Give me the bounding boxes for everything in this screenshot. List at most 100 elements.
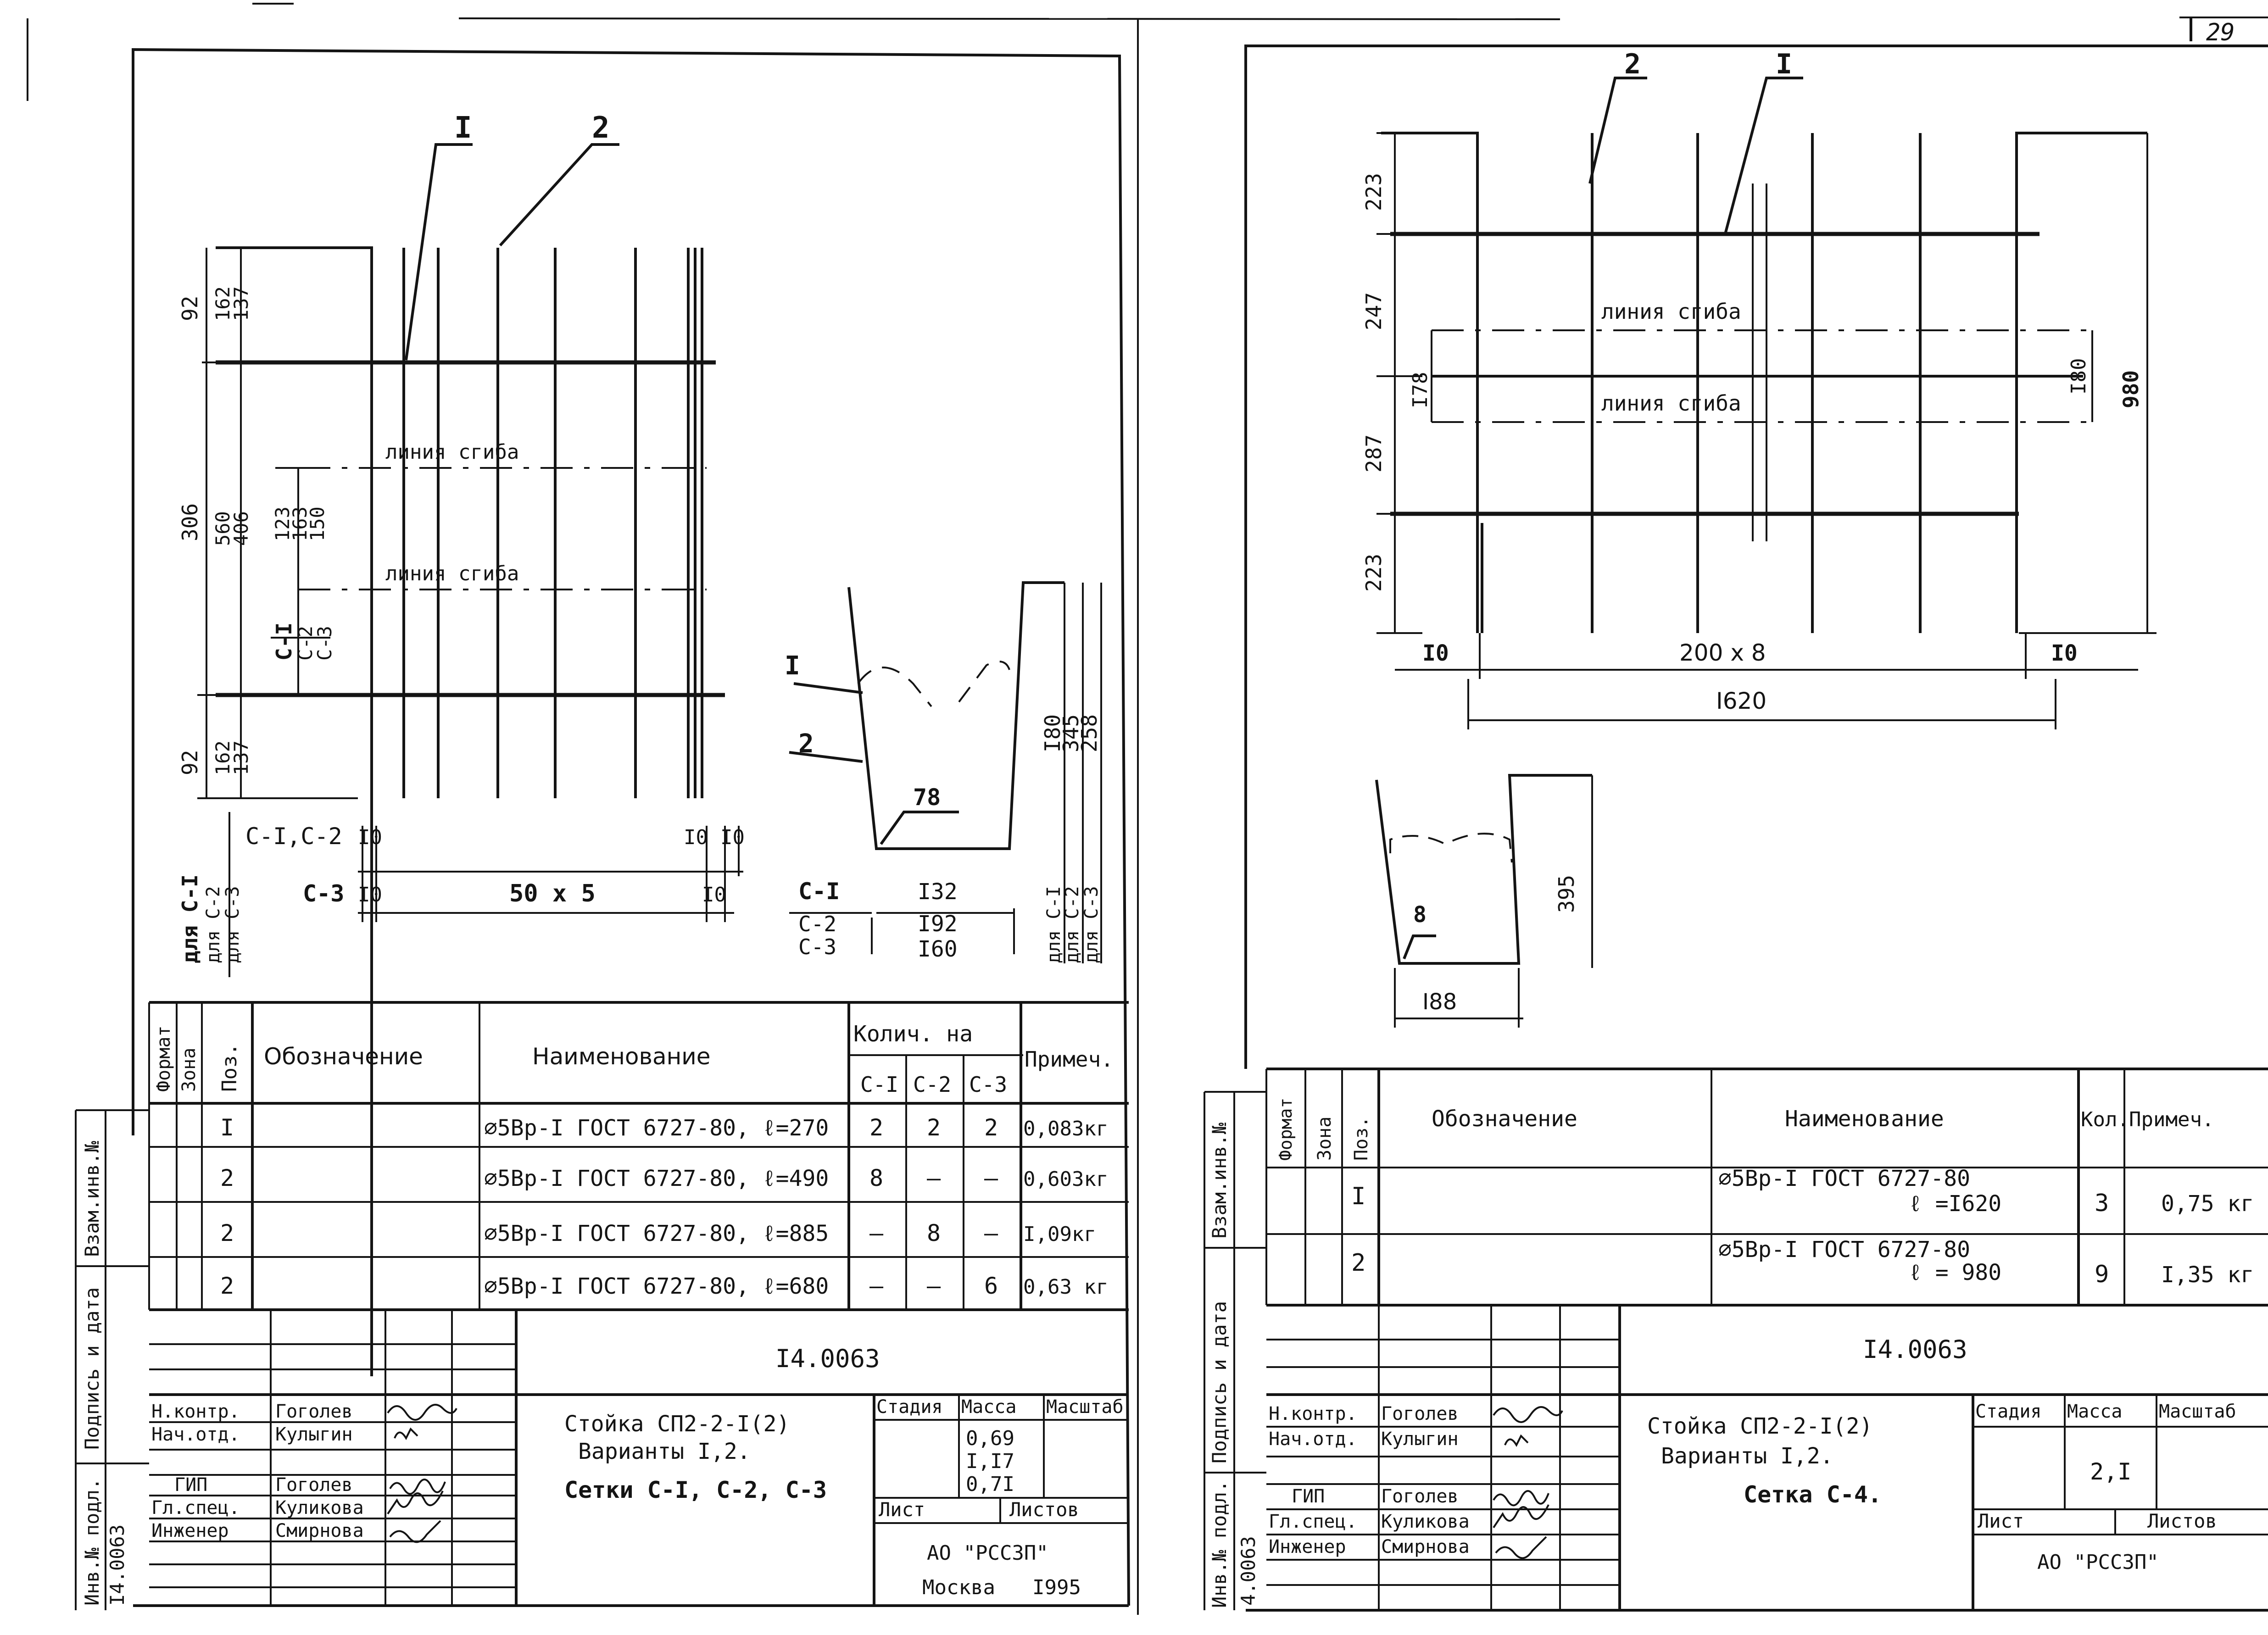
dim-162-top: 162	[212, 286, 234, 321]
section-height-180: I80	[1040, 714, 1065, 752]
right-spec-row-1-pos: I	[1351, 1183, 1365, 1210]
spec-row-1-pos: I	[220, 1114, 234, 1141]
right-spec-row-2-qty: 9	[2095, 1261, 2109, 1288]
right-role-1: Н.контр.	[1269, 1403, 1357, 1424]
right-dim-10-left: I0	[1422, 640, 1449, 666]
variant-row-c3: С-3	[313, 626, 336, 661]
right-leader-2: 2	[1624, 48, 1641, 80]
right-stamp-replace: Взам.инв.№	[1208, 1122, 1231, 1239]
section-variant-c2: С-2	[798, 912, 836, 936]
right-title-2: Варианты I,2.	[1661, 1443, 1833, 1469]
right-spec-h-name: Наименование	[1785, 1106, 1944, 1132]
right-total-length: I620	[1716, 688, 1766, 714]
right-title-1: Стойка СП2-2-I(2)	[1647, 1413, 1872, 1439]
right-section-height: 395	[1554, 875, 1579, 913]
right-section	[1375, 774, 1593, 1028]
spec-row-4-pos: 2	[220, 1273, 234, 1299]
bend-line-label-2: линия сгиба	[385, 562, 519, 585]
right-spec-row-1-name2: ℓ =I620	[1909, 1191, 2001, 1217]
spec-row-3-pos: 2	[220, 1220, 234, 1246]
left-margin-stamp-lines	[75, 1109, 149, 1610]
bottom-label-c1-c2: С-I,С-2	[245, 823, 342, 850]
spec-row-1-q3: 2	[984, 1114, 998, 1141]
left-title-3: Сетки С-I, С-2, С-3	[564, 1477, 827, 1503]
spec-row-1-q2: 2	[927, 1114, 941, 1141]
dim-123: 123	[271, 506, 294, 541]
spec-row-3-q2: 8	[927, 1220, 941, 1246]
left-city: Москва	[922, 1576, 995, 1599]
page-number: 29	[2206, 19, 2235, 46]
variant-row-c2: С-2	[294, 626, 317, 661]
right-dim-10-right: I0	[2051, 640, 2078, 666]
spec-row-4-note: 0,63 кг	[1023, 1275, 1108, 1299]
spec-row-3-q3: –	[984, 1220, 998, 1246]
right-spec-row-1-qty: 3	[2095, 1190, 2109, 1217]
right-title-block-lines	[1266, 1305, 2268, 1610]
dim-92-bottom: 92	[178, 750, 202, 775]
dim-162-bottom: 162	[212, 740, 234, 775]
spec-row-3-q1: –	[869, 1220, 884, 1246]
right-leader-1: I	[1776, 48, 1792, 80]
section-height-345: 345	[1059, 714, 1083, 752]
right-bend-label-2: линия сгиба	[1601, 391, 1741, 416]
spec-h-qty-c2: С-2	[913, 1072, 951, 1097]
dim-92-top: 92	[178, 296, 202, 321]
left-stamp-code: I4.0063	[106, 1524, 128, 1606]
variant-col-c1: для С-I	[178, 874, 202, 963]
right-mass: 2,I	[2090, 1458, 2131, 1485]
dim-306: 306	[178, 503, 202, 541]
right-dim-247: 247	[1361, 292, 1386, 330]
right-spec-row-2-name2: ℓ = 980	[1909, 1260, 2001, 1285]
right-mass-label: Масса	[2067, 1401, 2122, 1422]
left-mass-1: 0,69	[966, 1427, 1014, 1450]
right-section-width: I88	[1422, 989, 1457, 1015]
variant-col-c2: для С-2	[203, 886, 224, 963]
right-name-3: Гоголев	[1381, 1486, 1459, 1507]
right-org: АО "РССЗП"	[2037, 1551, 2159, 1574]
right-spec-h-zone: Зона	[1314, 1117, 1335, 1161]
spec-h-qty-c1: С-I	[860, 1072, 898, 1097]
spec-h-name: Наименование	[532, 1043, 711, 1070]
dim-10-e: I0	[702, 883, 726, 906]
dim-10-c: I0	[684, 826, 708, 849]
left-title-2: Варианты I,2.	[578, 1439, 751, 1464]
right-spec-h-format: Формат	[1276, 1098, 1296, 1161]
right-name-4: Куликова	[1381, 1511, 1470, 1532]
left-year: I995	[1032, 1576, 1081, 1599]
section-height-258: 258	[1077, 714, 1102, 752]
section-leader-1: I	[785, 651, 800, 681]
right-role-3: ГИП	[1292, 1486, 1325, 1507]
left-stage-label: Стадия	[876, 1396, 943, 1418]
dim-560: 560	[212, 511, 234, 546]
right-dim-223-bottom: 223	[1361, 554, 1386, 592]
leader-label-1: I	[454, 111, 472, 145]
right-bend-label-1: линия сгиба	[1601, 299, 1741, 324]
right-signatures	[1493, 1406, 1563, 1559]
right-spec-row-1-name1: ⌀5Вр-I ГОСТ 6727-80	[1718, 1166, 1970, 1191]
left-title-block-lines	[149, 1310, 1129, 1606]
spec-h-qty: Колич. на	[853, 1021, 973, 1047]
right-spec-row-2-name1: ⌀5Вр-I ГОСТ 6727-80	[1718, 1237, 1970, 1262]
spec-h-qty-c3: С-3	[969, 1072, 1007, 1097]
section-width-132: I32	[918, 879, 958, 905]
right-dim-180: I80	[2067, 358, 2090, 395]
left-mesh	[197, 143, 743, 1376]
spec-row-1-note: 0,083кг	[1023, 1117, 1108, 1140]
spec-row-2-note: 0,603кг	[1023, 1168, 1108, 1191]
spec-row-1-name: ⌀5Вр-I ГОСТ 6727-80, ℓ=270	[484, 1115, 829, 1141]
left-stamp-replace: Взам.инв.№	[81, 1140, 103, 1257]
right-dim-287: 287	[1361, 434, 1386, 473]
spacing-50x5: 50 x 5	[509, 880, 596, 907]
right-role-2: Нач.отд.	[1269, 1429, 1357, 1450]
right-spec-row-1-note: 0,75 кг	[2161, 1191, 2254, 1217]
left-scale-label: Масштаб	[1046, 1396, 1124, 1418]
section-variant-c1: С-I	[798, 878, 840, 905]
spec-row-3-name: ⌀5Вр-I ГОСТ 6727-80, ℓ=885	[484, 1221, 829, 1246]
bend-line-label-1: линия сгиба	[385, 440, 519, 464]
dim-10-b: I0	[358, 883, 382, 906]
right-dim-980: 980	[2118, 370, 2143, 408]
spec-row-2-pos: 2	[220, 1165, 234, 1191]
dim-137-bottom: 137	[230, 740, 252, 775]
section-width-160: I60	[918, 936, 958, 962]
right-stamp-code: 4.0063	[1237, 1536, 1259, 1606]
